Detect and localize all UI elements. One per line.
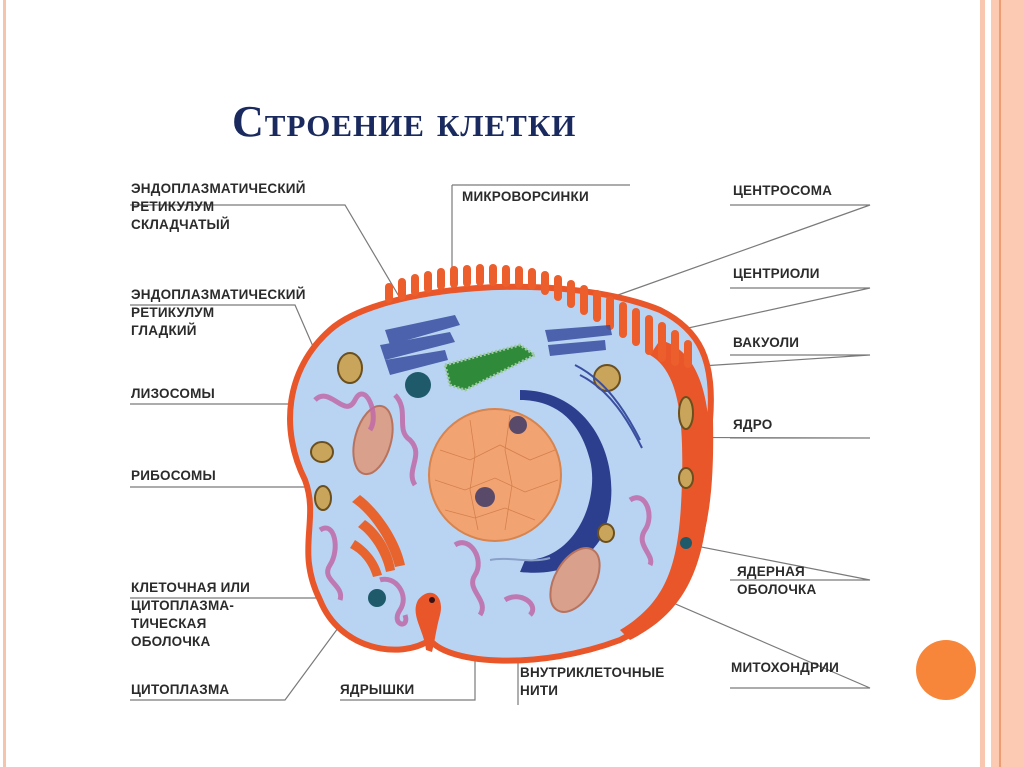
slide-right-border-stripes <box>978 0 1024 767</box>
cell-body <box>287 264 714 664</box>
label-cell-membrane: КЛЕТОЧНАЯ ИЛИ ЦИТОПЛАЗМА- ТИЧЕСКАЯ ОБОЛО… <box>131 580 251 649</box>
label-nuclear-envelope: ЯДЕРНАЯ ОБОЛОЧКА <box>737 564 817 597</box>
label-intracellular-filaments: ВНУТРИКЛЕТОЧНЫЕ НИТИ <box>520 665 665 698</box>
label-microvilli: МИКРОВОРСИНКИ <box>462 189 589 204</box>
label-cytoplasm: ЦИТОПЛАЗМА <box>131 682 230 697</box>
label-mitochondria: МИТОХОНДРИИ <box>731 660 839 675</box>
decorative-orange-circle <box>916 640 976 700</box>
label-er-rough: ЭНДОПЛАЗМАТИЧЕСКИЙ РЕТИКУЛУМ СКЛАДЧАТЫЙ <box>131 181 306 232</box>
label-centrosome: ЦЕНТРОСОМА <box>733 183 833 198</box>
label-nucleoli: ЯДРЫШКИ <box>340 682 415 697</box>
label-vacuoles: ВАКУОЛИ <box>733 335 800 350</box>
label-lysosomes: ЛИЗОСОМЫ <box>131 386 215 401</box>
label-ribosomes: РИБОСОМЫ <box>131 468 216 483</box>
label-centrioles: ЦЕНТРИОЛИ <box>733 266 820 281</box>
slide-left-border <box>3 0 6 767</box>
label-nucleus: ЯДРО <box>733 417 773 432</box>
label-er-smooth: ЭНДОПЛАЗМАТИЧЕСКИЙ РЕТИКУЛУМ ГЛАДКИЙ <box>131 287 306 338</box>
slide-title: Строение клетки <box>232 97 577 146</box>
